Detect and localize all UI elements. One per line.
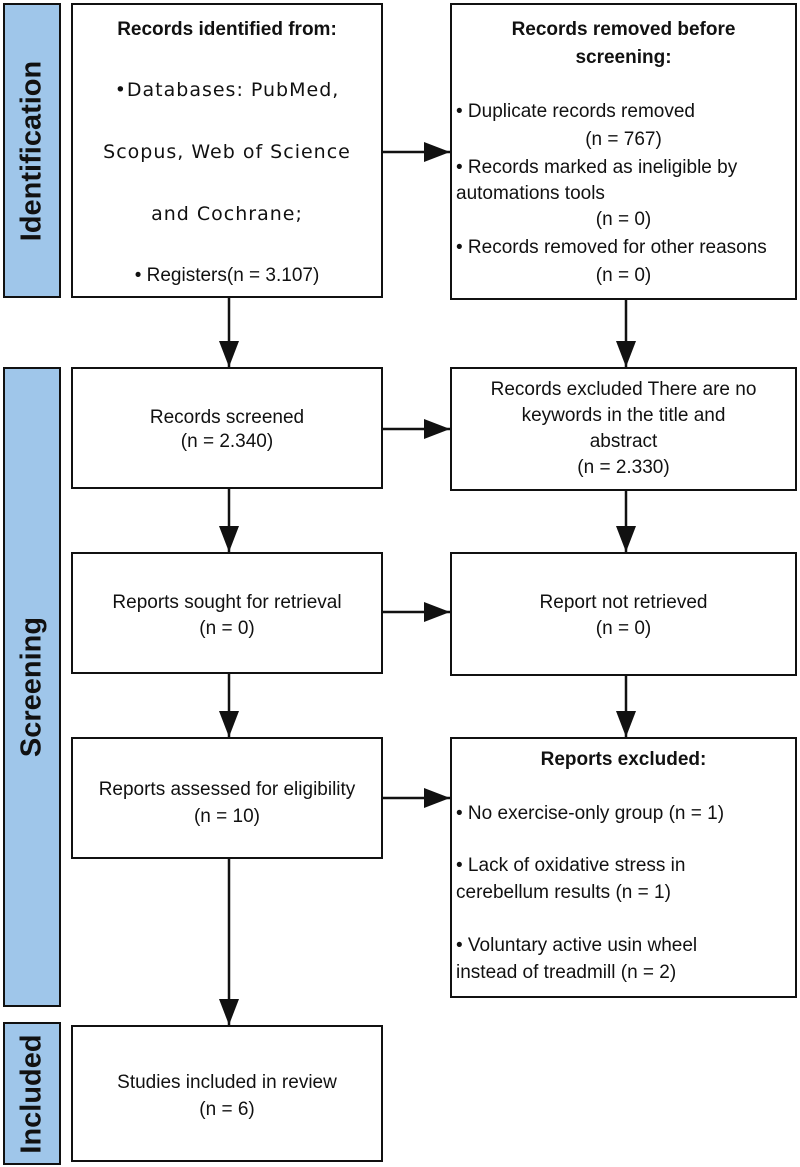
duplicates-removed: • Duplicate records removed bbox=[456, 101, 695, 122]
reports-sought-count: (n = 0) bbox=[199, 618, 255, 639]
ineligible-records: • Records marked as ineligible by bbox=[456, 157, 738, 178]
records-screened-box: Records screened (n = 2.340) bbox=[71, 367, 383, 489]
records-removed-box: Records removed before screening: • Dupl… bbox=[450, 3, 797, 300]
reports-excluded-reason-3: • Voluntary active usin wheel bbox=[456, 935, 698, 956]
records-excluded-text-3: abstract bbox=[589, 431, 658, 452]
records-identified-databases-cont: Scopus, Web of Science bbox=[103, 141, 351, 163]
records-identified-box: Records identified from: •Databases: Pub… bbox=[71, 3, 383, 298]
reports-assessed-label: Reports assessed for eligibility bbox=[98, 779, 356, 800]
records-removed-title-cont: screening: bbox=[575, 47, 672, 68]
reports-excluded-title: Reports excluded: bbox=[540, 749, 707, 770]
report-not-retrieved-box: Report not retrieved (n = 0) bbox=[450, 552, 797, 676]
reports-excluded-reason-3-cont: instead of treadmill (n = 2) bbox=[456, 962, 677, 983]
records-excluded-text-2: keywords in the title and bbox=[521, 405, 726, 426]
records-screened-count: (n = 2.340) bbox=[180, 431, 274, 452]
studies-included-label: Studies included in review bbox=[117, 1072, 337, 1093]
studies-included-box: Studies included in review (n = 6) bbox=[71, 1025, 383, 1162]
records-excluded-count: (n = 2.330) bbox=[577, 457, 670, 478]
reports-assessed-count: (n = 10) bbox=[193, 806, 260, 827]
other-removed-count: (n = 0) bbox=[595, 265, 652, 286]
records-identified-title: Records identified from: bbox=[117, 19, 337, 40]
report-not-retrieved-label: Report not retrieved bbox=[539, 592, 708, 613]
reports-sought-label: Reports sought for retrieval bbox=[112, 592, 342, 613]
phase-screening: Screening bbox=[3, 367, 61, 1007]
studies-included-count: (n = 6) bbox=[199, 1099, 255, 1120]
reports-excluded-reason-2-cont: cerebellum results (n = 1) bbox=[456, 882, 671, 903]
other-removed: • Records removed for other reasons bbox=[456, 237, 767, 258]
duplicates-removed-count: (n = 767) bbox=[585, 129, 662, 150]
reports-excluded-reason-1: • No exercise-only group (n = 1) bbox=[456, 803, 725, 824]
records-excluded-box: Records excluded There are no keywords i… bbox=[450, 367, 797, 491]
records-excluded-text: Records excluded There are no bbox=[490, 379, 757, 400]
phase-included: Included bbox=[3, 1022, 61, 1165]
records-removed-title: Records removed before bbox=[511, 19, 736, 40]
records-identified-registers: • Registers(n = 3.107) bbox=[134, 265, 320, 286]
records-identified-databases: •Databases: PubMed, bbox=[114, 79, 340, 101]
reports-assessed-box: Reports assessed for eligibility (n = 10… bbox=[71, 737, 383, 859]
phase-identification: Identification bbox=[3, 3, 61, 298]
report-not-retrieved-count: (n = 0) bbox=[595, 618, 652, 639]
reports-excluded-box: Reports excluded: • No exercise-only gro… bbox=[450, 737, 797, 998]
records-identified-databases-end: and Cochrane; bbox=[151, 203, 303, 225]
ineligible-records-cont: automations tools bbox=[456, 183, 605, 204]
ineligible-records-count: (n = 0) bbox=[595, 209, 652, 230]
reports-excluded-reason-2: • Lack of oxidative stress in bbox=[456, 855, 686, 876]
records-screened-label: Records screened bbox=[149, 407, 305, 428]
reports-sought-box: Reports sought for retrieval (n = 0) bbox=[71, 552, 383, 674]
